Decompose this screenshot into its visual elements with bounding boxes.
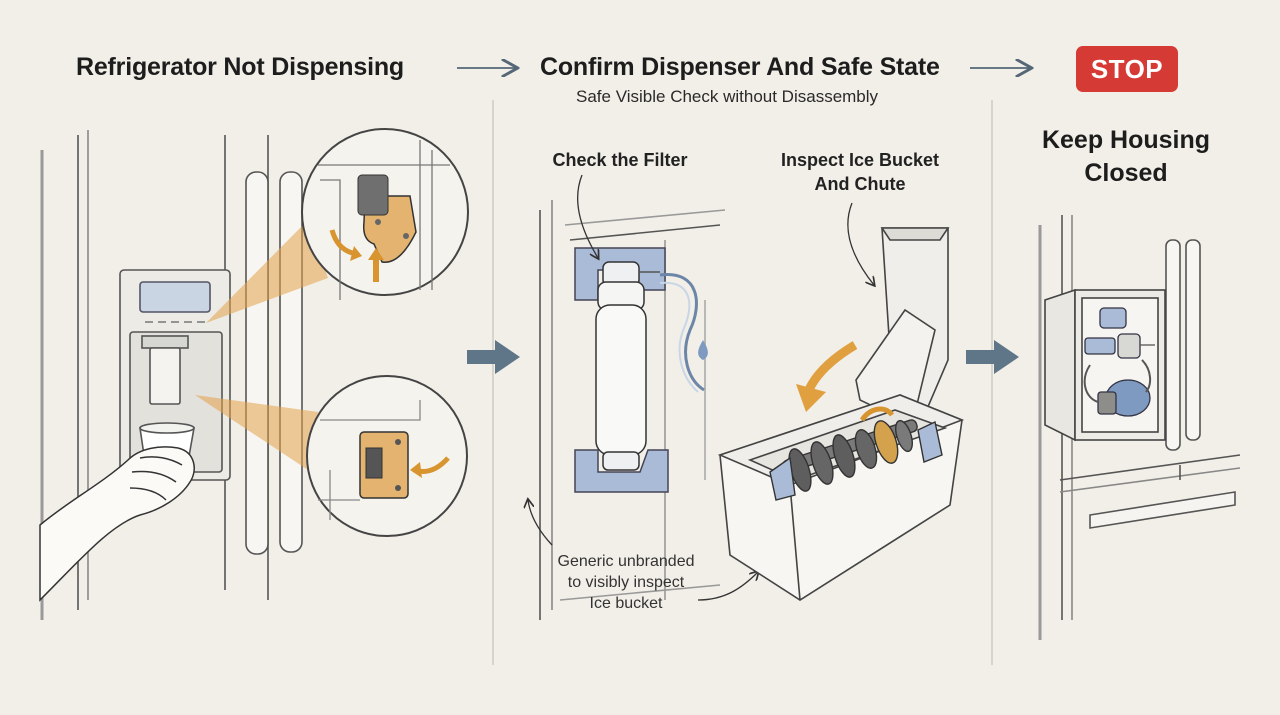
callout-line-filter xyxy=(576,174,598,258)
stop-badge: STOP xyxy=(1076,46,1178,92)
ice-flow-arrow xyxy=(803,341,858,394)
callout-ice-bucket-line1: Inspect Ice Bucket xyxy=(780,150,940,170)
step3-title-line1: Keep Housing xyxy=(1041,126,1211,154)
zoom-beam-bottom xyxy=(195,395,318,470)
hand xyxy=(39,446,195,602)
callout-generic-line1: Generic unbranded xyxy=(557,553,695,570)
filter-compartment xyxy=(539,200,726,620)
callout-generic: Generic unbranded to visibly inspect Ice… xyxy=(536,552,716,614)
step1-title: Refrigerator Not Dispensing xyxy=(76,53,404,81)
step3-title-line2: Closed xyxy=(1084,158,1168,187)
ice-chute xyxy=(855,227,950,432)
callout-line-chute xyxy=(847,202,874,285)
water-line-inner xyxy=(659,281,699,393)
filter-bracket-bottom xyxy=(574,449,669,493)
fridge-left xyxy=(40,130,303,620)
ice-auger xyxy=(769,419,943,501)
flow-arrow-2 xyxy=(966,340,1019,374)
step2-subtitle: Safe Visible Check without Disassembly xyxy=(576,87,879,106)
callout-generic-line3: Ice bucket xyxy=(589,594,663,612)
zoom-beam-top xyxy=(206,220,328,323)
water-filter xyxy=(595,261,660,471)
zoom-circle-top xyxy=(301,128,469,300)
water-line xyxy=(659,273,705,392)
callout-generic-line2: to visibly inspect xyxy=(567,573,685,591)
housing-internal-parts xyxy=(1083,307,1155,417)
callout-line-generic-left xyxy=(528,500,553,546)
flow-arrow-1 xyxy=(467,340,520,374)
callout-ice-bucket-line2: And Chute xyxy=(814,174,906,195)
fridge-right xyxy=(1038,215,1241,640)
zoom-circle-bottom xyxy=(306,375,468,537)
step3-title: Keep Housing Closed xyxy=(1020,124,1232,189)
callout-ice-bucket: Inspect Ice Bucket And Chute xyxy=(770,148,950,197)
callout-line-generic-right xyxy=(697,572,758,601)
water-drop-icon xyxy=(698,340,708,360)
callout-filter: Check the Filter xyxy=(552,150,688,170)
step2-title: Confirm Dispenser And Safe State xyxy=(540,53,940,81)
